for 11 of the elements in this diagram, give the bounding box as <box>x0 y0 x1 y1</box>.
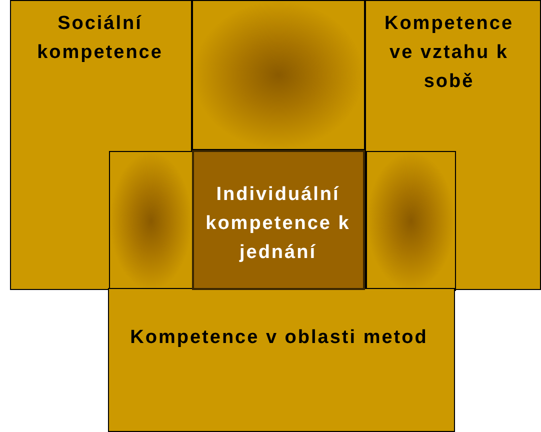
center-box <box>192 150 365 290</box>
shaded-panel <box>192 0 365 150</box>
competence-box <box>10 0 192 290</box>
box-label: Sociální kompetence <box>36 12 164 65</box>
shaded-panel <box>109 151 193 291</box>
box-label: Kompetence ve vztahu k sobě <box>383 12 515 94</box>
box-label: Individuální kompetence k jednání <box>204 183 352 265</box>
competence-box <box>365 0 541 290</box>
shaded-panel <box>366 151 456 291</box>
competence-box <box>108 288 455 432</box>
box-label: Kompetence v oblasti metod <box>129 326 429 350</box>
